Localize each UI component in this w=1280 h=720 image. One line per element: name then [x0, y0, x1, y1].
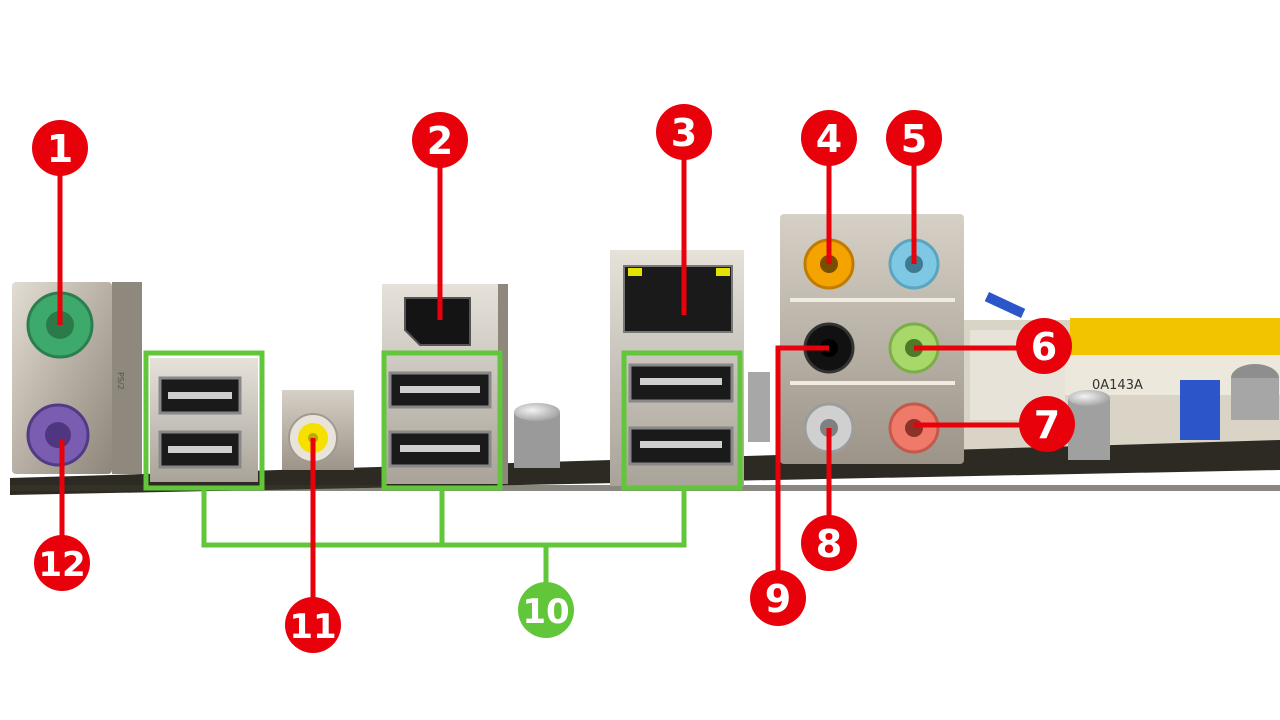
callout-11: 11	[285, 597, 341, 653]
lan-usb-stack	[610, 250, 744, 486]
callout-8-label: 8	[816, 522, 842, 566]
callout-1-label: 1	[47, 127, 73, 171]
leader-9	[775, 345, 829, 578]
callout-6-disk	[1016, 318, 1072, 374]
callout-5-label: 5	[901, 117, 927, 161]
callout-8-disk	[801, 515, 857, 571]
capacitor	[514, 403, 560, 468]
callout-12: 12	[34, 535, 90, 591]
callout-9: 9	[750, 570, 806, 626]
ps2-port-stack: PS/2	[12, 282, 142, 474]
callout-5-disk	[886, 110, 942, 166]
callout-10: 10	[518, 582, 574, 638]
board-marking: 0A143A	[1092, 378, 1143, 393]
callout-3-disk	[656, 104, 712, 160]
callout-9-label: 9	[765, 577, 791, 621]
capacitor	[1068, 390, 1110, 460]
callout-4: 4	[801, 110, 857, 166]
ps2-marking: PS/2	[116, 372, 125, 390]
usb-stack-1	[150, 358, 258, 482]
callout-8: 8	[801, 515, 857, 571]
callout-2-disk	[412, 112, 468, 168]
callout-10-label: 10	[522, 592, 569, 632]
callout-12-label: 12	[38, 545, 85, 585]
ieee1394-port[interactable]	[404, 297, 471, 346]
callout-11-label: 11	[289, 607, 336, 647]
rj45-lan-port[interactable]	[623, 265, 733, 333]
usb-group-connector	[201, 488, 687, 590]
callout-4-disk	[801, 110, 857, 166]
callout-2: 2	[412, 112, 468, 168]
callout-1: 1	[32, 120, 88, 176]
callout-3: 3	[656, 104, 712, 160]
callout-12-disk	[34, 535, 90, 591]
callout-7: 7	[1019, 396, 1075, 452]
callout-4-label: 4	[816, 117, 842, 161]
callout-10-disk	[518, 582, 574, 638]
callout-2-label: 2	[427, 119, 453, 163]
callout-markers: 1 2 3 4 5 6 7 8	[32, 104, 1075, 653]
spdif-coaxial-port	[282, 390, 354, 470]
callout-11-disk	[285, 597, 341, 653]
callout-7-disk	[1019, 396, 1075, 452]
callout-3-label: 3	[671, 111, 697, 155]
usb-group-outlines	[143, 350, 743, 590]
callout-9-disk	[750, 570, 806, 626]
callout-1-disk	[32, 120, 88, 176]
callout-6-label: 6	[1031, 325, 1057, 369]
motherboard-background: 0A143A	[960, 292, 1280, 460]
callout-leaders	[57, 150, 1028, 605]
firewire-usb-stack	[382, 284, 508, 484]
callout-7-label: 7	[1034, 403, 1060, 447]
callout-6: 6	[1016, 318, 1072, 374]
callout-5: 5	[886, 110, 942, 166]
